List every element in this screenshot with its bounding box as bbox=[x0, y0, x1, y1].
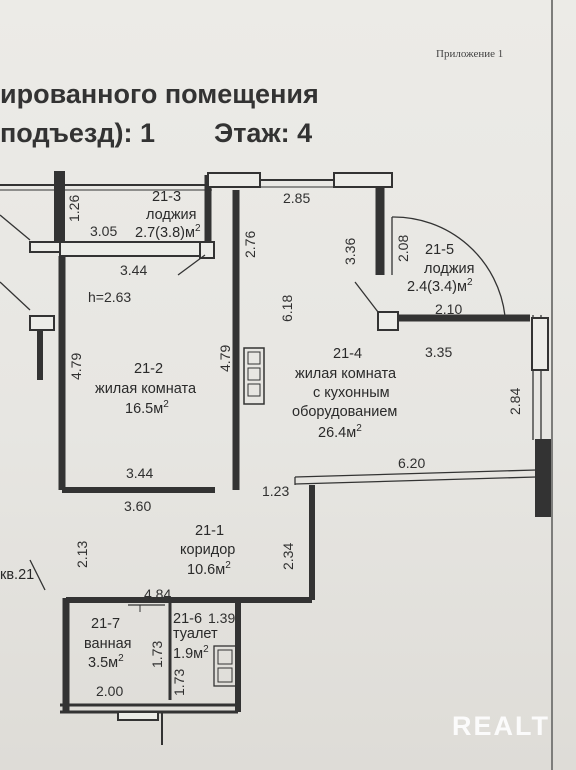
room-number-21-5: 21-5 bbox=[425, 242, 455, 258]
room-area-21-6: 1.9м2 bbox=[173, 644, 209, 662]
dim-1-39: 1.39 bbox=[208, 610, 236, 626]
dim-3-44-top: 3.44 bbox=[120, 262, 148, 278]
neighbor-apartment-label: кв.21 bbox=[0, 567, 35, 583]
room-name-21-5: лоджия bbox=[424, 261, 475, 277]
page-title: ированного помещения bbox=[0, 79, 319, 109]
room-number-21-3: 21-3 bbox=[152, 189, 182, 205]
dim-4-84: 4.84 bbox=[144, 586, 172, 602]
room-area-21-2: 16.5м2 bbox=[125, 399, 169, 417]
room-area-21-7: 3.5м2 bbox=[88, 653, 124, 671]
room-name-21-7: ванная bbox=[84, 636, 132, 652]
watermark-logo: REALT bbox=[452, 711, 550, 741]
ceiling-height: h=2.63 bbox=[88, 289, 132, 305]
dim-2-84: 2.84 bbox=[507, 387, 523, 415]
dim-2-10: 2.10 bbox=[435, 301, 463, 317]
room-number-21-6: 21-6 bbox=[173, 611, 203, 627]
appendix-label: Приложение 1 bbox=[436, 48, 504, 60]
room-name-21-6: туалет bbox=[173, 626, 218, 642]
dim-6-20: 6.20 bbox=[398, 455, 426, 471]
floor-label: Этаж: 4 bbox=[214, 118, 313, 148]
room-area-21-4: 26.4м2 bbox=[318, 423, 362, 441]
dim-1-73-b: 1.73 bbox=[171, 668, 187, 696]
room-area-21-1: 10.6м2 bbox=[187, 560, 231, 578]
dim-6-18: 6.18 bbox=[279, 294, 295, 322]
dim-2-13: 2.13 bbox=[74, 540, 90, 568]
room-area-21-3: 2.7(3.8)м2 bbox=[135, 223, 201, 241]
dim-3-35: 3.35 bbox=[425, 344, 453, 360]
walls bbox=[0, 171, 551, 745]
dim-2-85: 2.85 bbox=[283, 190, 311, 206]
room-area-21-5: 2.4(3.4)м2 bbox=[407, 277, 473, 295]
room-name-21-4-line3: оборудованием bbox=[292, 404, 398, 420]
room-number-21-2: 21-2 bbox=[134, 361, 164, 377]
dim-3-36: 3.36 bbox=[342, 237, 358, 265]
room-number-21-1: 21-1 bbox=[195, 523, 225, 539]
dim-1-23: 1.23 bbox=[262, 483, 290, 499]
dim-3-60: 3.60 bbox=[124, 498, 152, 514]
dim-4-79-mid: 4.79 bbox=[217, 344, 233, 372]
room-name-21-4-line2: с кухонным bbox=[313, 385, 390, 401]
room-name-21-1: коридор bbox=[180, 542, 236, 558]
dim-1-73-a: 1.73 bbox=[149, 640, 165, 668]
room-name-21-3: лоджия bbox=[146, 207, 197, 223]
dim-2-34: 2.34 bbox=[280, 542, 296, 570]
dim-3-05: 3.05 bbox=[90, 223, 118, 239]
dim-3-44-bottom: 3.44 bbox=[126, 465, 154, 481]
dim-2-08: 2.08 bbox=[395, 234, 411, 262]
dim-4-79-left: 4.79 bbox=[68, 352, 84, 380]
room-name-21-2: жилая комната bbox=[95, 381, 197, 397]
room-number-21-4: 21-4 bbox=[333, 346, 363, 362]
room-number-21-7: 21-7 bbox=[91, 616, 121, 632]
dim-2-76: 2.76 bbox=[242, 230, 258, 258]
dim-1-26: 1.26 bbox=[66, 194, 82, 222]
entrance-label: подъезд): 1 bbox=[0, 118, 155, 148]
room-name-21-4-line1: жилая комната bbox=[295, 366, 397, 382]
dim-2-00: 2.00 bbox=[96, 683, 124, 699]
